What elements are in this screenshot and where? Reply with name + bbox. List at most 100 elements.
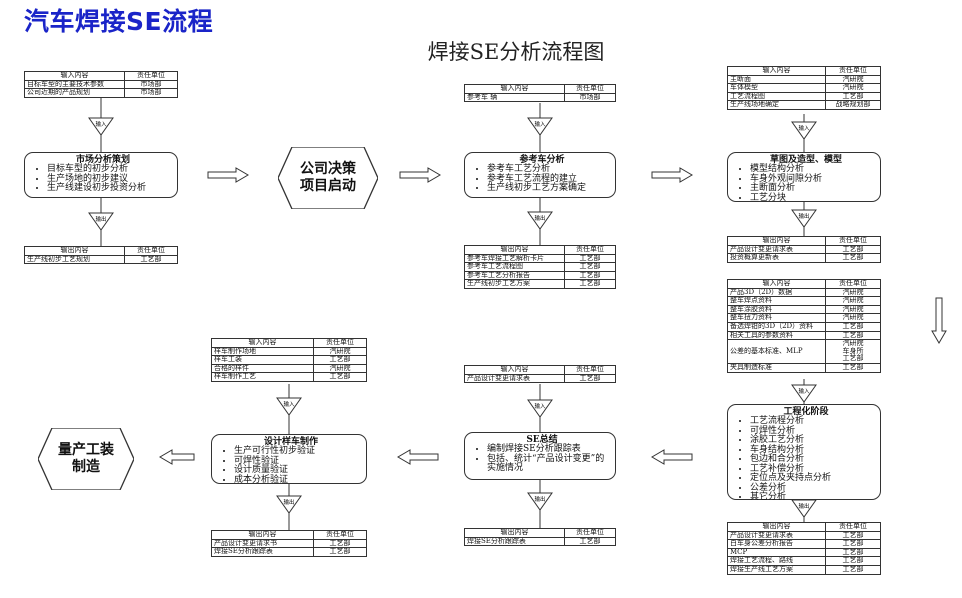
row-owner: 工艺部 — [825, 362, 881, 373]
row-owner: 工艺部 — [564, 536, 616, 547]
table-header-owner: 责任单位 — [124, 246, 178, 256]
stage-item: 工艺补偿分析 — [750, 464, 874, 475]
row-content: 整车涂胶资料 — [727, 304, 826, 315]
stage-item: 定位点及夹持点分析 — [750, 473, 874, 484]
funnel-label: 输出 — [283, 498, 294, 506]
row-owner: 工艺部 — [825, 330, 881, 341]
market-output-table: 输出内容责任单位生产线初步工艺规划工艺部 — [24, 246, 178, 265]
table-row: 整车扭力资料汽研院 — [727, 313, 881, 323]
funnel-label: 输入 — [798, 124, 810, 132]
stage-item: 生产场地的初步建议 — [47, 174, 171, 185]
funnel-shape — [527, 492, 553, 511]
engineering-input-table: 输入内容责任单位产品3D（2D）数据汽研院整车焊点资料汽研院整车涂胶资料汽研院整… — [727, 279, 881, 373]
table-row: 产品3D（2D）数据汽研院 — [727, 287, 881, 298]
row-content: 目标车型的主要技术参数 — [24, 79, 125, 90]
decision-mass-tooling: 量产工装制造 — [38, 428, 134, 490]
row-owner: 工艺部 — [825, 530, 881, 541]
market-output-funnel: 输出 — [88, 212, 114, 231]
reference-output-table: 输出内容责任单位参考车焊接工艺解析卡片工艺部参考车工艺流程图工艺部参考车工艺分析… — [464, 245, 616, 289]
row-owner: 工艺部 — [564, 262, 616, 272]
row-content: 产品设计变更请求表 — [727, 244, 826, 255]
table-header-owner: 责任单位 — [313, 530, 367, 540]
row-content: 工艺流程图 — [727, 91, 826, 102]
funnel-shape — [791, 499, 817, 518]
arrow-market-to-decision — [207, 167, 249, 183]
funnel-label: 输入 — [534, 402, 546, 410]
decision-mass-tooling-line2: 制造 — [72, 459, 100, 475]
row-owner: 工艺部 — [564, 270, 616, 281]
row-content: 生产线场地确定 — [727, 100, 826, 110]
table-row: 生产线初步工艺规划工艺部 — [24, 254, 178, 265]
reference-input-funnel: 输入 — [527, 117, 553, 136]
engineering-input-funnel: 输入 — [791, 384, 817, 403]
table-header-content: 输出内容 — [727, 236, 826, 246]
table-header-content: 输入内容 — [727, 279, 826, 289]
funnel-label: 输出 — [534, 214, 545, 222]
row-owner: 工艺部 — [825, 244, 881, 255]
stage-item: 可焊性验证 — [234, 456, 360, 467]
stage-item: 其它分析 — [750, 492, 874, 503]
table-header-content: 输出内容 — [464, 245, 565, 255]
row-content: 合格的样件 — [211, 363, 314, 374]
table-header-owner: 责任单位 — [564, 528, 616, 538]
funnel-shape — [527, 117, 553, 136]
row-owner: 工艺部 — [825, 539, 881, 549]
table-header-owner: 责任单位 — [564, 84, 616, 94]
table-header-content: 输出内容 — [464, 528, 565, 538]
row-content: 样车制作工艺 — [211, 372, 314, 382]
se-input-funnel: 输入 — [527, 399, 553, 418]
stage-item: 主断面分析 — [750, 183, 874, 194]
funnel-label: 输出 — [95, 215, 106, 223]
market-stage-title: 市场分析策划 — [75, 155, 130, 165]
row-content: 公司近期的产品规划 — [24, 88, 125, 98]
table-row: 参考车工艺流程图工艺部 — [464, 262, 616, 272]
row-owner: 汽研院 — [825, 296, 881, 306]
arrow-reference-to-sketch — [651, 167, 693, 183]
row-owner: 工艺部 — [825, 91, 881, 102]
sketch-stage-box: 草图及造型、模型模型结构分析车身外观间隙分析主断面分析工艺分块 — [727, 152, 881, 202]
stage-item: 车身外观间隙分析 — [750, 174, 874, 185]
table-row: 整车涂胶资料汽研院 — [727, 304, 881, 315]
table-row: 焊接生产线工艺方案工艺部 — [727, 564, 881, 575]
decision-project-start-line2: 项目启动 — [300, 178, 356, 194]
se_summary-output-table: 输出内容责任单位焊接SE分析跟踪表工艺部 — [464, 528, 616, 547]
stage-item: 包边和合分析 — [750, 454, 874, 465]
arrow-sample-to-production — [159, 449, 195, 465]
engineering-output-funnel: 输出 — [791, 499, 817, 518]
stage-item: 模型结构分析 — [750, 164, 874, 175]
reference-stage-items: 参考车工艺分析参考车工艺流程的建立生产线初步工艺方案确定 — [475, 164, 609, 194]
sample-input-table: 输入内容责任单位样车制作场地汽研院样车工装工艺部合格的样件汽研院样车制作工艺工艺… — [211, 338, 367, 382]
row-owner: 市场部 — [564, 92, 616, 103]
table-row: 主断面汽研院 — [727, 74, 881, 85]
reference-output-funnel: 输出 — [527, 211, 553, 230]
stage-item: 生产可行性初步验证 — [234, 446, 360, 457]
sample-output-funnel: 输出 — [276, 495, 302, 514]
reference-stage-title: 参考车分析 — [519, 155, 565, 165]
stage-item: 设计质量验证 — [234, 465, 360, 476]
funnel-shape — [527, 211, 553, 230]
row-content: 参考车工艺分析报告 — [464, 270, 565, 281]
table-row: 目标车型的主要技术参数市场部 — [24, 79, 178, 90]
row-content: 主断面 — [727, 74, 826, 85]
table-header-content: 输出内容 — [24, 246, 125, 256]
row-owner: 工艺部 — [825, 564, 881, 575]
market-input-table: 输入内容责任单位目标车型的主要技术参数市场部公司近期的产品规划市场部 — [24, 71, 178, 98]
stage-item: 编制焊接SE分析跟踪表 — [487, 444, 609, 455]
sample-stage-box: 设计样车制作生产可行性初步验证可焊性验证设计质量验证成本分析验证 — [211, 434, 367, 484]
row-owner: 汽研院 — [825, 313, 881, 323]
table-header-content: 输入内容 — [464, 365, 565, 375]
stage-item: 工艺流程分析 — [750, 416, 874, 427]
row-owner: 市场部 — [124, 79, 178, 90]
arrow-sketch-to-engineering — [931, 297, 947, 344]
row-content: 样车工装 — [211, 355, 314, 365]
funnel-label: 输入 — [95, 120, 107, 128]
table-header-owner: 责任单位 — [124, 71, 178, 81]
funnel-label: 输出 — [798, 212, 809, 220]
stage-item: 生产线初步工艺方案确定 — [487, 183, 609, 194]
decision-mass-tooling-line1: 量产工装 — [58, 442, 114, 458]
row-content: MCP — [727, 547, 826, 558]
stage-item: 公差分析 — [750, 483, 874, 494]
sketch-stage-items: 模型结构分析车身外观间隙分析主断面分析工艺分块 — [738, 164, 874, 203]
